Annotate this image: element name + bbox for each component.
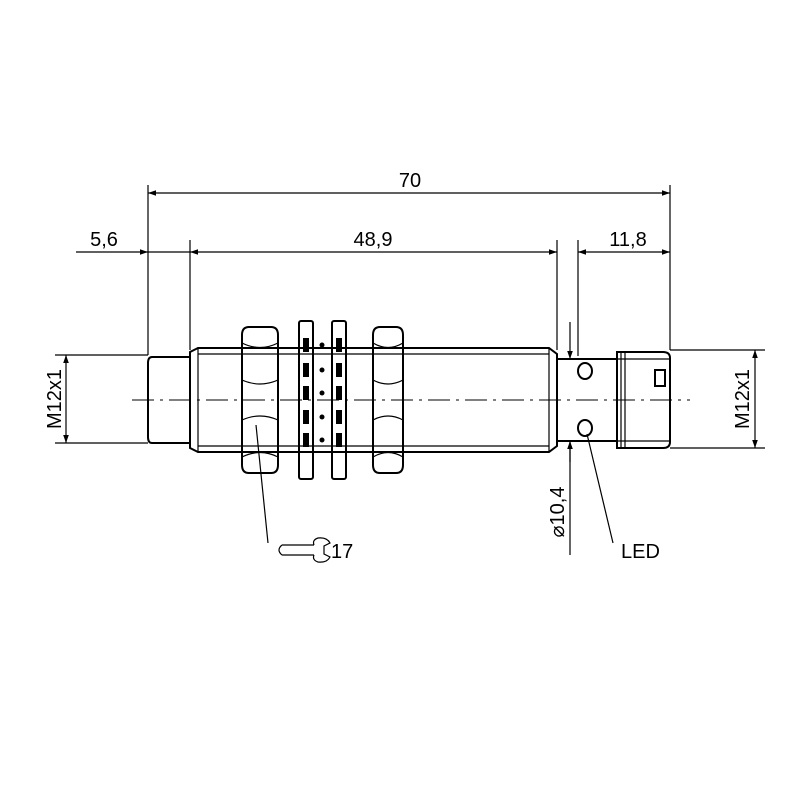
sensor-body [132, 320, 690, 480]
dimension-connector-length: 11,8 [578, 229, 670, 255]
dimension-thread-left-label: M12x1 [44, 369, 66, 429]
extension-lines [55, 185, 765, 449]
dimension-thread-length: 48,9 [190, 229, 557, 255]
dimension-thread-length-label: 48,9 [354, 229, 393, 251]
dimension-front-offset-label: 5,6 [90, 229, 118, 251]
dimension-diameter: ⌀10,4 [547, 322, 573, 555]
connector-key [654, 369, 666, 387]
dimension-diameter-label: ⌀10,4 [547, 487, 569, 538]
dimension-thread-right-label: M12x1 [732, 369, 754, 429]
dimension-connector-length-label: 11,8 [609, 229, 646, 251]
hex-nut-right [372, 326, 404, 474]
led-window-lower [577, 419, 593, 437]
dimension-front-offset: 5,6 [76, 229, 190, 255]
led-window-upper [577, 362, 593, 380]
dimension-thread-right: M12x1 [732, 350, 758, 448]
dimension-thread-left: M12x1 [44, 355, 69, 443]
dimension-overall: 70 [148, 170, 670, 196]
threaded-barrel [189, 347, 558, 453]
diameter-value: 10,4 [547, 487, 569, 526]
led-callout: LED [586, 433, 660, 563]
wrench-callout: 17 [255, 424, 353, 563]
hex-nut-left [241, 326, 279, 474]
diameter-symbol: ⌀ [547, 525, 569, 537]
open-end-wrench-icon [278, 537, 331, 563]
wrench-size-label: 17 [331, 541, 353, 563]
dimension-overall-label: 70 [399, 170, 421, 192]
led-label: LED [621, 541, 660, 563]
connector [616, 351, 671, 449]
